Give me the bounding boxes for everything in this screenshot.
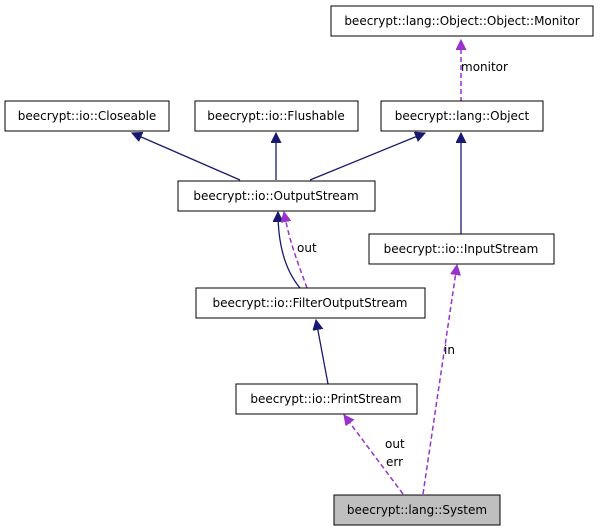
- node-system-label: beecrypt::lang::System: [347, 503, 487, 517]
- node-monitor-label: beecrypt::lang::Object::Object::Monitor: [344, 14, 579, 28]
- edge-label-monitor: monitor: [461, 60, 508, 74]
- node-closeable-label: beecrypt::io::Closeable: [18, 109, 157, 123]
- edge-system-out-printstream: [344, 415, 404, 495]
- node-filteroutputstream-label: beecrypt::io::FilterOutputStream: [212, 296, 407, 310]
- node-outputstream[interactable]: beecrypt::io::OutputStream: [177, 180, 376, 212]
- node-object-label: beecrypt::lang::Object: [395, 109, 530, 123]
- edge-label-out-filter: out: [297, 241, 317, 255]
- edge-outputstream-to-closeable: [132, 133, 241, 181]
- node-inputstream[interactable]: beecrypt::io::InputStream: [368, 233, 555, 265]
- node-system[interactable]: beecrypt::lang::System: [333, 494, 501, 526]
- node-object[interactable]: beecrypt::lang::Object: [380, 100, 544, 132]
- node-closeable[interactable]: beecrypt::io::Closeable: [4, 100, 170, 132]
- edge-printstream-to-filteroutputstream: [316, 320, 329, 385]
- node-flushable[interactable]: beecrypt::io::Flushable: [194, 100, 359, 132]
- edge-filteroutputstream-to-outputstream: [278, 212, 301, 289]
- edge-system-in-inputstream: [422, 265, 457, 495]
- edge-filteroutputstream-out-outputstream: [284, 212, 308, 289]
- edge-label-out-system: out: [385, 437, 405, 451]
- node-inputstream-label: beecrypt::io::InputStream: [384, 242, 539, 256]
- node-printstream[interactable]: beecrypt::io::PrintStream: [235, 383, 418, 415]
- node-flushable-label: beecrypt::io::Flushable: [207, 109, 345, 123]
- node-filteroutputstream[interactable]: beecrypt::io::FilterOutputStream: [195, 287, 426, 319]
- edge-outputstream-to-object: [309, 133, 425, 181]
- node-monitor[interactable]: beecrypt::lang::Object::Object::Monitor: [330, 5, 594, 37]
- node-printstream-label: beecrypt::io::PrintStream: [250, 392, 401, 406]
- edge-label-err: err: [386, 455, 403, 469]
- node-outputstream-label: beecrypt::io::OutputStream: [193, 189, 358, 203]
- edge-label-in: in: [444, 343, 455, 357]
